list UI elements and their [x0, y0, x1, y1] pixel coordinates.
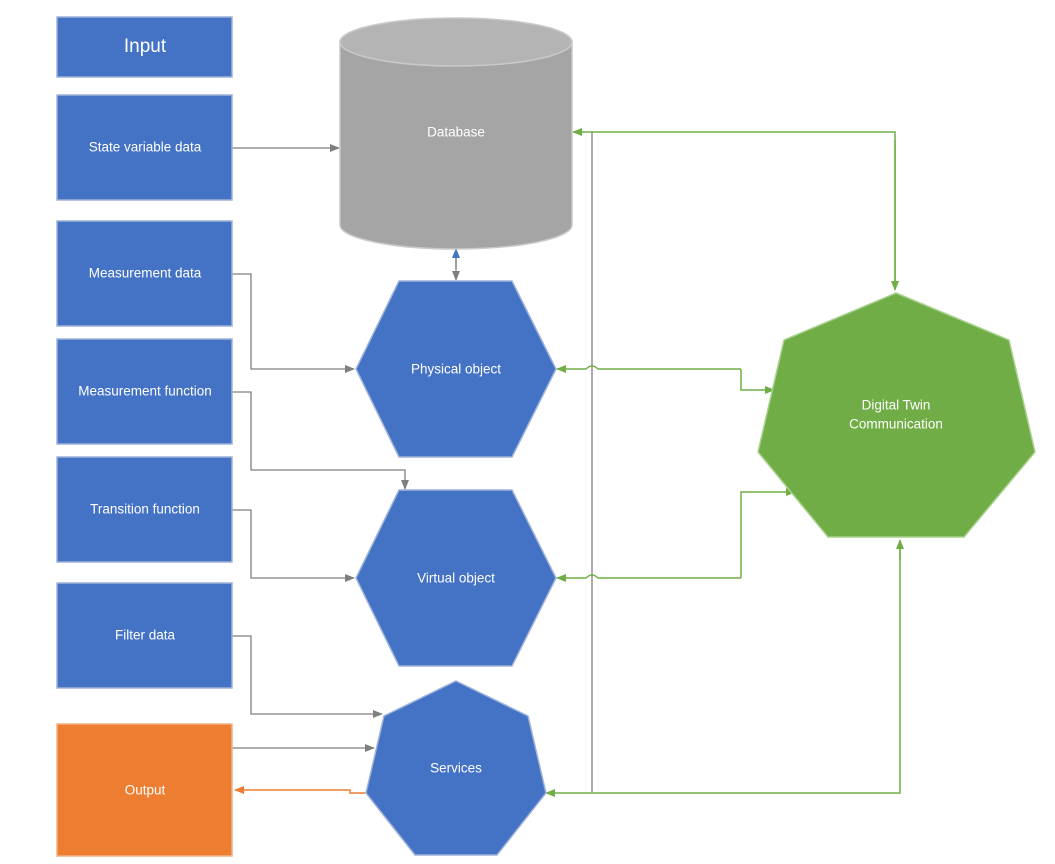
virtual-object-hexagon: Virtual object	[355, 489, 557, 667]
digital-twin-heptagon: Digital Twin Communication	[757, 292, 1036, 538]
connector-physical-twin	[740, 369, 775, 394]
physical-object-hexagon: Physical object	[355, 280, 557, 458]
state-variable-data-label: State variable data	[89, 140, 202, 155]
transition-function-label: Transition function	[90, 502, 200, 517]
measurement-function-box: Measurement function	[56, 338, 233, 445]
database-label: Database	[427, 125, 485, 140]
input-header-box: Input	[56, 16, 233, 78]
virtual-object-label: Virtual object	[417, 571, 495, 586]
transition-function-box: Transition function	[56, 456, 233, 563]
output-label: Output	[125, 783, 166, 798]
physical-object-label: Physical object	[411, 362, 501, 377]
measurement-data-label: Measurement data	[89, 266, 202, 281]
connector-twin-database	[572, 128, 896, 285]
connector-transition-to-virtual	[232, 509, 355, 582]
filter-data-box: Filter data	[56, 582, 233, 689]
connector-twin-services	[545, 548, 901, 797]
digital-twin-label-line2: Communication	[849, 417, 943, 432]
database-cylinder: Database	[339, 17, 573, 250]
measurement-function-label: Measurement function	[78, 384, 212, 399]
filter-data-label: Filter data	[115, 628, 176, 643]
measurement-data-box: Measurement data	[56, 220, 233, 327]
state-variable-data-box: State variable data	[56, 94, 233, 201]
services-heptagon: Services	[365, 680, 547, 856]
services-label: Services	[430, 761, 482, 776]
connector-filter-to-services	[232, 635, 383, 718]
output-box: Output	[56, 723, 233, 857]
connector-measurement-function-to-virtual	[232, 391, 409, 490]
connector-twin-virtual	[556, 574, 741, 582]
digital-twin-label-line1: Digital Twin	[862, 398, 931, 413]
connector-virtual-twin	[740, 488, 796, 578]
connector-measurement-data-to-physical	[232, 273, 355, 373]
input-header-label: Input	[124, 36, 167, 57]
connector-services-to-output	[234, 786, 366, 794]
connector-twin-physical	[556, 365, 741, 373]
